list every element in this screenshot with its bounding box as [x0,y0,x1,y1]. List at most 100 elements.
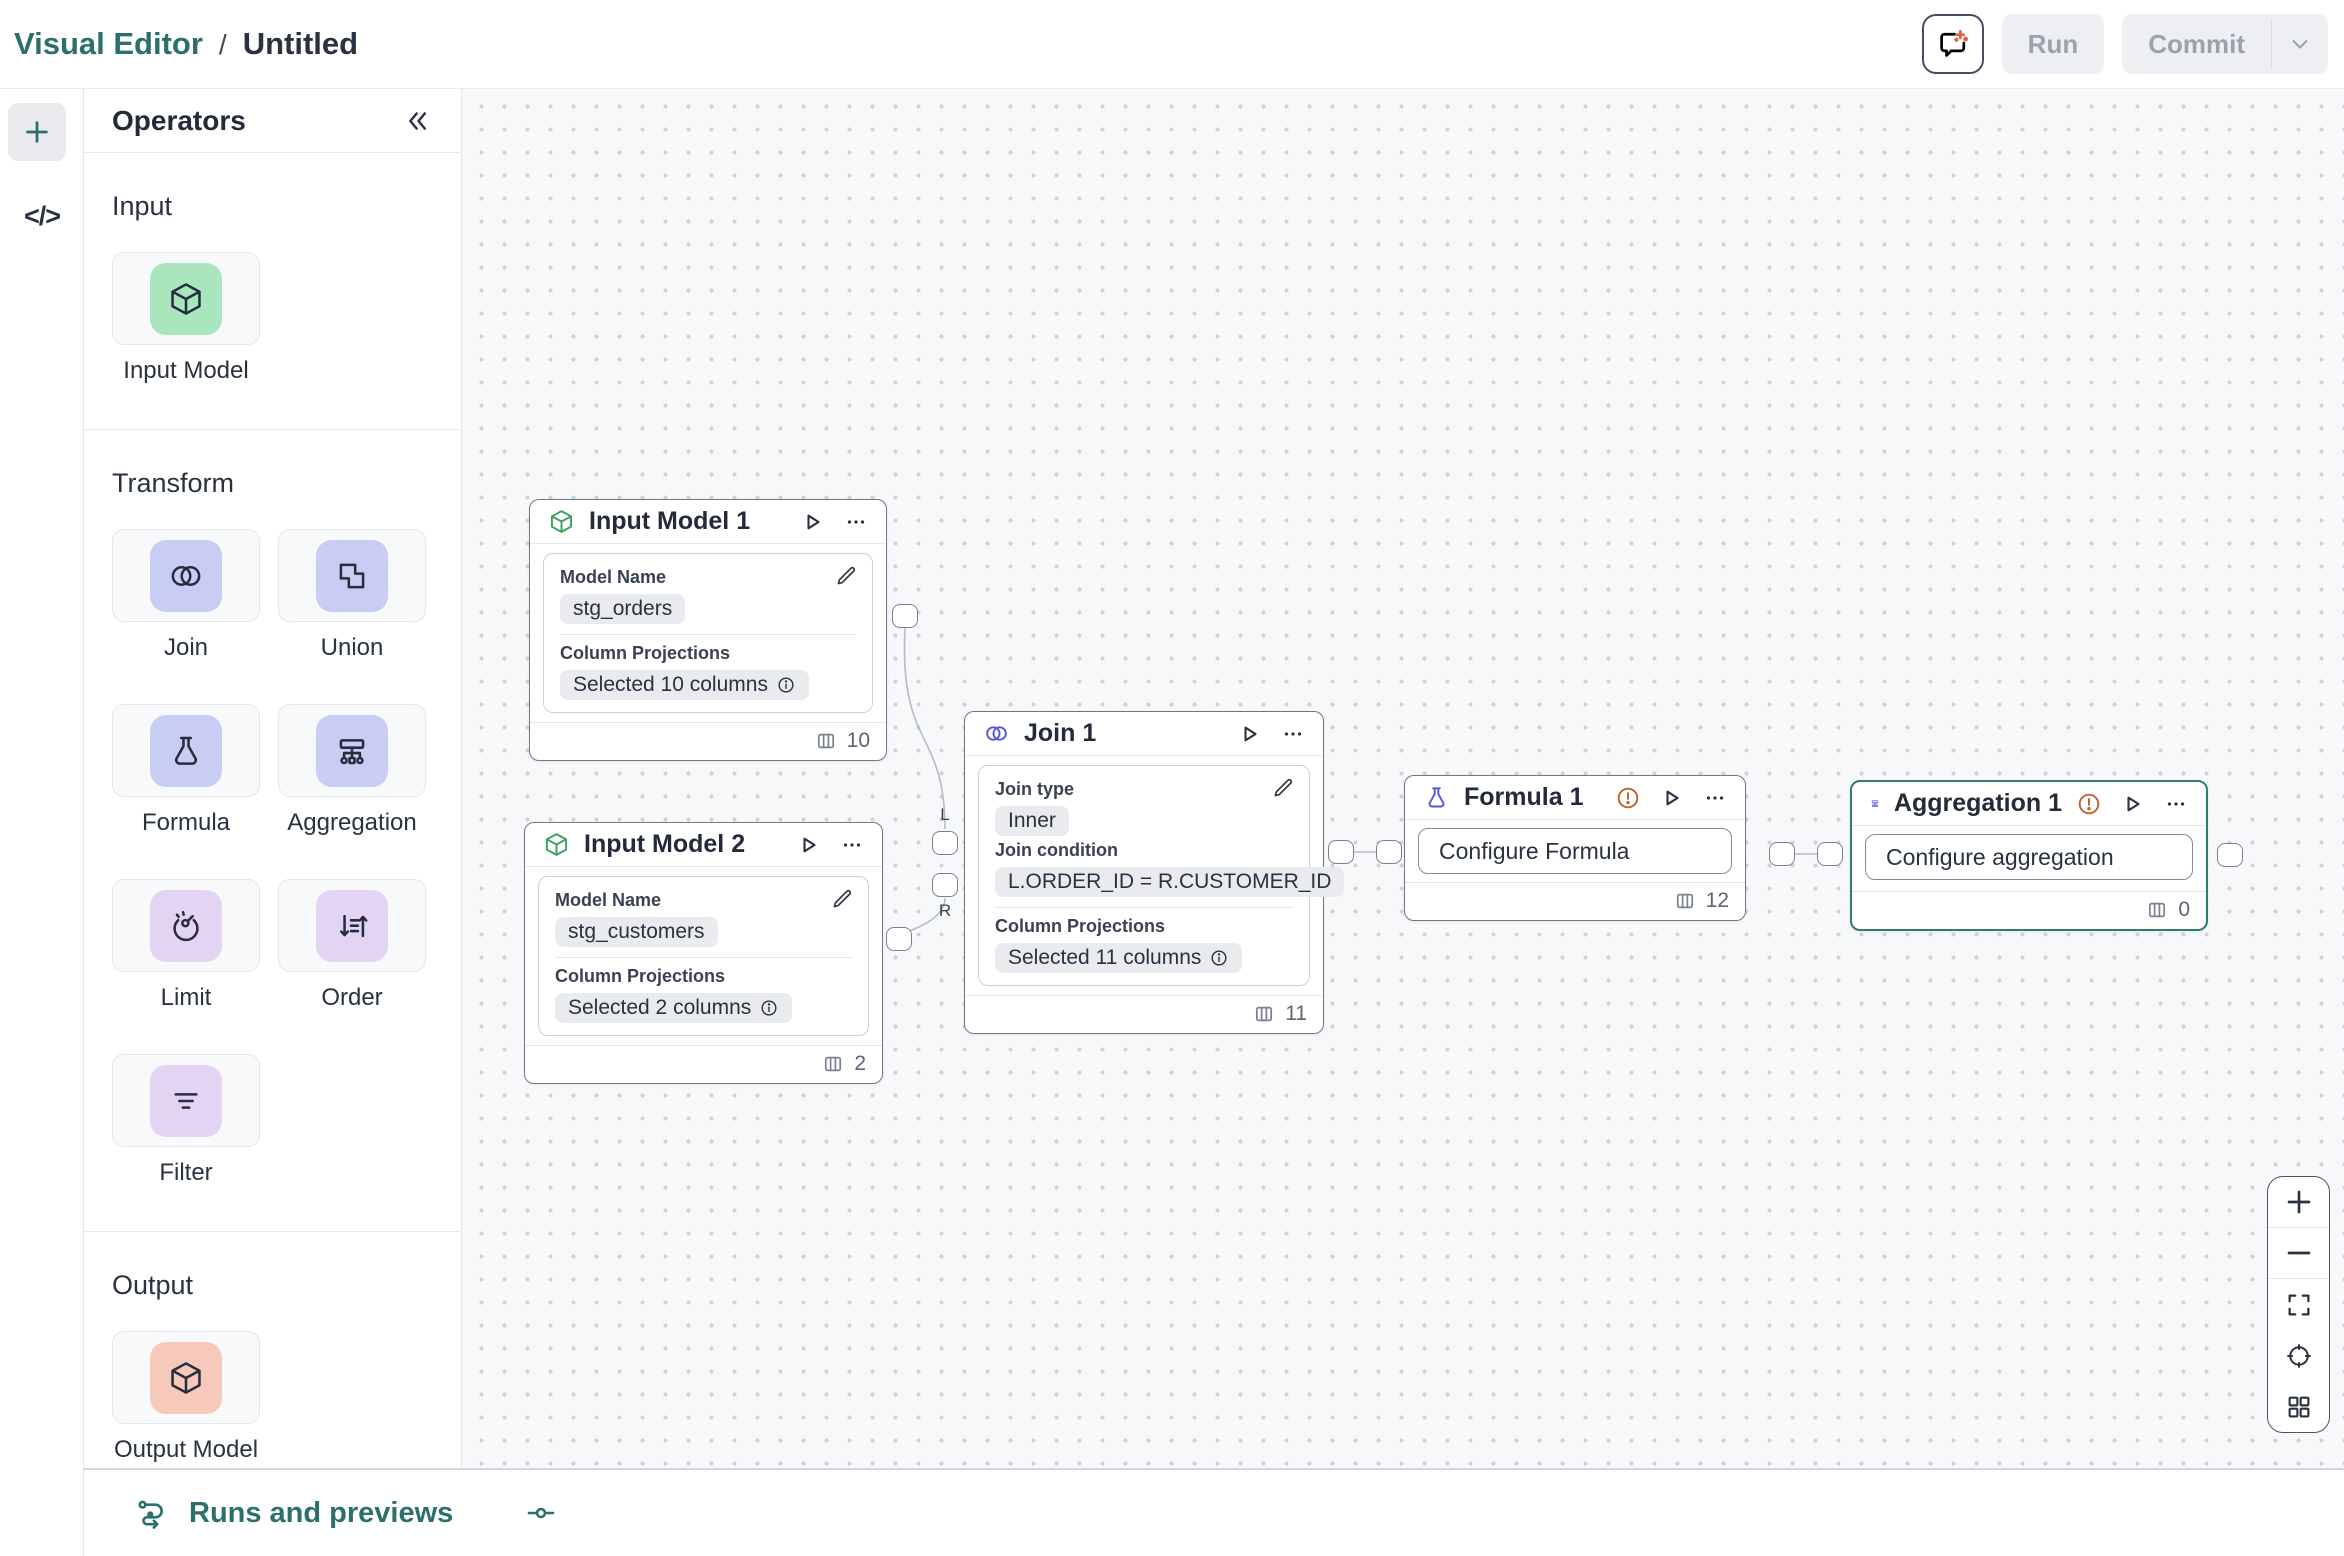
operator-filter[interactable]: Filter [112,1054,260,1187]
port-label-right: R [938,901,952,920]
port-join-right-input[interactable] [932,873,958,897]
operator-output-model[interactable]: Output Model [112,1331,260,1464]
node-title: Input Model 2 [584,830,746,858]
configure-formula-button[interactable]: Configure Formula [1418,828,1732,874]
port-formula-input[interactable] [1376,840,1402,864]
chat-sparkle-icon [1939,30,1968,57]
breadcrumb-app-link[interactable]: Visual Editor [14,26,203,61]
code-view-button[interactable]: </> [23,201,61,231]
divider [555,957,852,958]
play-icon[interactable] [1235,720,1263,748]
configure-aggregation-button[interactable]: Configure aggregation [1865,834,2193,880]
flask-icon [1428,787,1445,808]
commit-button[interactable]: Commit [2148,28,2245,59]
join-condition-chip[interactable]: L.ORDER_ID = R.CUSTOMER_ID [995,867,1345,897]
port-aggregation-input[interactable] [1817,842,1843,866]
node-input-model-2[interactable]: Input Model 2 Model Name stg_customers C… [524,822,883,1084]
projections-chip[interactable]: Selected 10 columns [560,670,809,700]
port-formula-output[interactable] [1769,842,1795,866]
center-selection-button[interactable] [2268,1330,2329,1381]
more-icon[interactable] [1701,784,1729,812]
commit-menu-button[interactable] [2272,14,2328,74]
join-type-chip[interactable]: Inner [995,806,1069,836]
ai-assistant-button[interactable] [1921,14,1984,74]
section-input-label: Input [112,191,173,221]
fit-view-button[interactable] [2268,1279,2329,1330]
node-input-model-1[interactable]: Input Model 1 Model Name stg_orders Colu… [529,499,887,761]
port-aggregation-output[interactable] [2217,843,2243,867]
projections-chip[interactable]: Selected 2 columns [555,993,793,1023]
port-input-model-2-output[interactable] [886,927,912,951]
operator-label: Join [163,634,209,661]
play-icon[interactable] [794,831,822,859]
columns-icon [817,733,834,749]
commit-divider [2271,20,2272,68]
edit-icon[interactable] [1270,775,1296,801]
operator-union[interactable]: Union [278,529,426,662]
field-label: Join condition [995,840,1118,860]
more-icon[interactable] [1279,720,1307,748]
info-icon [778,677,794,693]
operator-order[interactable]: Order [278,879,426,1012]
node-join-1[interactable]: Join 1 Join type Inner Join condition L.… [964,711,1345,1034]
play-icon[interactable] [798,508,826,536]
breadcrumb-separator: / [218,29,227,60]
column-count: 11 [1285,1002,1307,1025]
operator-label: Output Model [113,1436,259,1463]
operator-label: Input Model [123,357,249,384]
edit-icon[interactable] [829,886,855,912]
play-icon[interactable] [2118,790,2146,818]
play-icon[interactable] [1657,784,1685,812]
aggregation-icon [1871,800,1879,807]
operator-label: Aggregation [287,809,417,836]
operator-join[interactable]: Join [112,529,260,662]
commit-node-icon[interactable] [524,1496,558,1530]
operator-label: Formula [141,809,231,836]
projections-chip[interactable]: Selected 11 columns [995,943,1243,973]
operator-limit[interactable]: Limit [112,879,260,1012]
node-aggregation-1[interactable]: Aggregation 1 Configure aggregation 0 [1850,780,2208,931]
operator-formula[interactable]: Formula [112,704,260,837]
canvas-controls [2267,1176,2330,1433]
columns-icon [1256,1006,1273,1022]
pipeline-canvas[interactable]: Input Model 1 Model Name stg_orders Colu… [462,88,2344,1468]
model-name-chip[interactable]: stg_orders [560,594,686,624]
operator-input-model[interactable]: Input Model [112,252,260,385]
runs-icon [138,1500,163,1529]
more-icon[interactable] [2162,790,2190,818]
operator-label: Union [320,634,384,661]
runs-and-previews-button[interactable]: Runs and previews [189,1496,454,1529]
filter-icon [174,1092,198,1109]
model-name-chip[interactable]: stg_customers [555,917,718,947]
zoom-out-button[interactable] [2268,1228,2329,1279]
more-icon[interactable] [842,508,870,536]
run-button[interactable]: Run [2001,14,2105,74]
node-formula-1[interactable]: Formula 1 Configure Formula 12 [1404,775,1746,921]
divider [995,907,1293,908]
port-input-model-1-output[interactable] [892,604,918,628]
breadcrumb-doc-title: Untitled [242,26,359,61]
header-actions: Run Commit [1921,14,2328,74]
divider [560,634,856,635]
port-join-left-input[interactable] [932,831,958,855]
section-transform-label: Transform [112,468,235,498]
edit-icon[interactable] [833,563,859,589]
minimap-button[interactable] [2268,1381,2329,1432]
node-body: Configure Formula [1405,820,1745,882]
more-icon[interactable] [838,831,866,859]
collapse-panel-button[interactable] [401,106,431,136]
operators-title: Operators [112,104,246,136]
port-join-output[interactable] [1328,840,1354,864]
node-header: Aggregation 1 [1852,782,2206,826]
columns-icon [1676,893,1693,909]
flask-icon [174,736,198,765]
plus-icon [26,121,48,143]
zoom-in-button[interactable] [2268,1177,2329,1228]
operator-label: Order [321,984,383,1011]
add-tab-button[interactable] [8,103,66,161]
node-body: Model Name stg_customers Column Projecti… [525,867,882,1045]
port-label-left: L [940,805,950,824]
operator-aggregation[interactable]: Aggregation [278,704,426,837]
field-label: Column Projections [560,643,731,663]
node-header: Input Model 2 [525,823,882,867]
